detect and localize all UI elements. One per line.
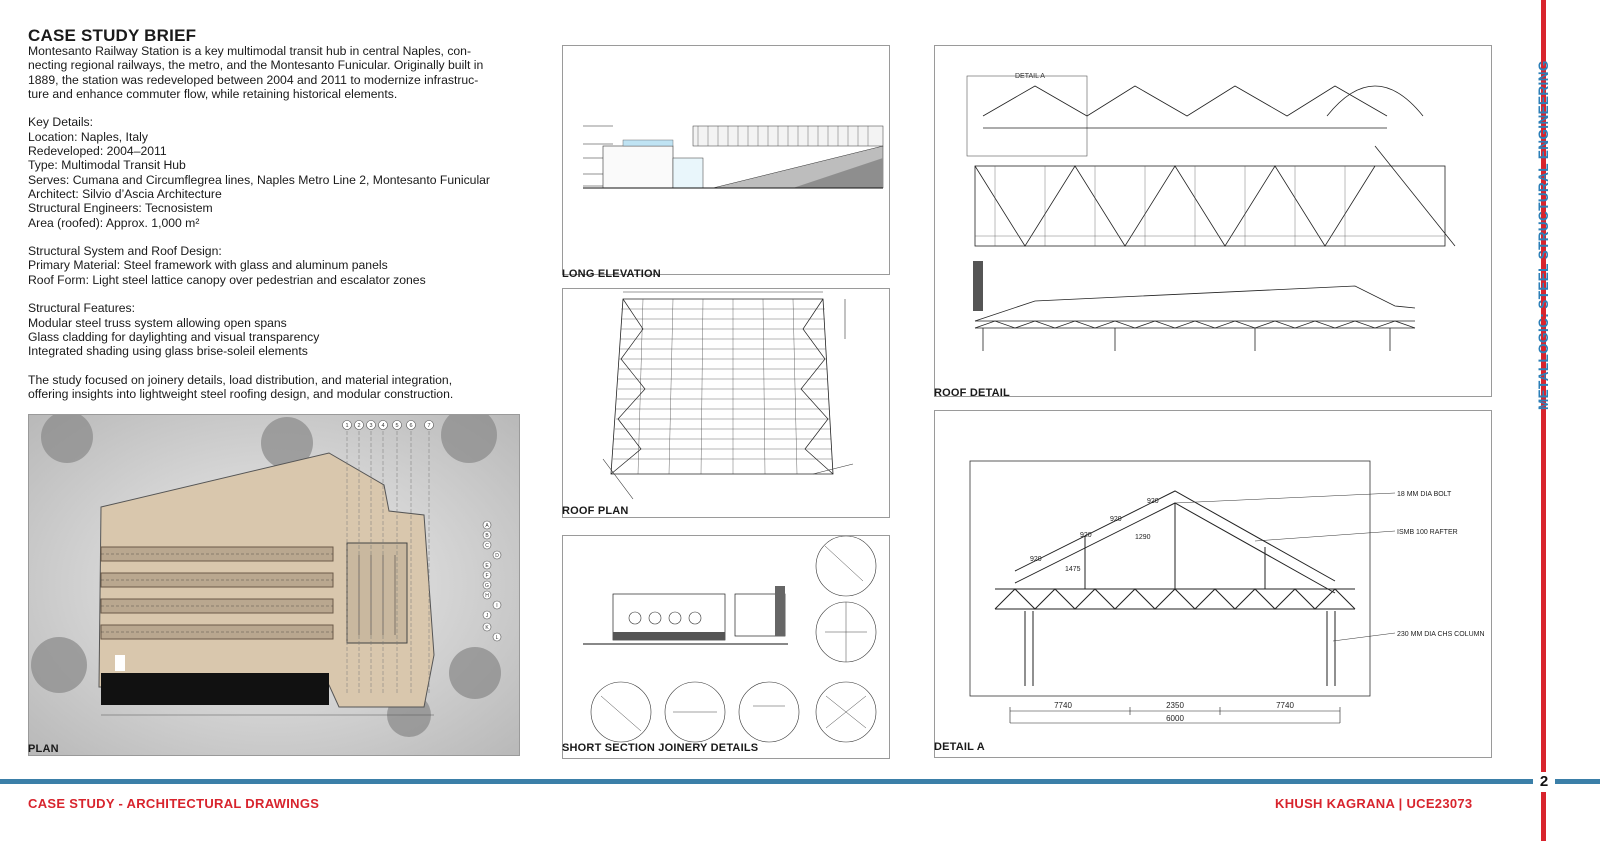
page-number: 2 xyxy=(1533,772,1555,792)
svg-text:K: K xyxy=(485,625,489,631)
svg-text:5: 5 xyxy=(395,423,398,429)
detail-area: Area (roofed): Approx. 1,000 m² xyxy=(28,215,200,230)
svg-text:B: B xyxy=(485,533,489,539)
svg-text:G: G xyxy=(485,583,489,589)
bolt-label: 18 MM DIA BOLT xyxy=(1397,491,1452,498)
brief-body: Montesanto Railway Station is a key mult… xyxy=(28,44,518,416)
svg-text:C: C xyxy=(485,543,489,549)
long-elevation-caption: LONG ELEVATION xyxy=(562,268,661,280)
short-section-caption: SHORT SECTION JOINERY DETAILS xyxy=(562,742,759,754)
brief-closing: The study focused on joinery details, lo… xyxy=(28,372,454,402)
detail-a-tag: DETAIL A xyxy=(1015,73,1045,80)
footer-author: KHUSH KAGRANA | UCE23073 xyxy=(1275,796,1473,811)
detail-serves: Serves: Cumana and Circumflegrea lines, … xyxy=(28,172,490,187)
brief-intro: Montesanto Railway Station is a key mult… xyxy=(28,44,484,101)
svg-text:7: 7 xyxy=(427,423,430,429)
dim-total: 6000 xyxy=(1166,714,1184,723)
svg-text:6: 6 xyxy=(409,423,412,429)
detail-a-svg: 18 MM DIA BOLT ISMB 100 RAFTER 230 MM DI… xyxy=(969,460,1485,724)
svg-text:1290: 1290 xyxy=(1135,534,1151,541)
plan-caption: PLAN xyxy=(28,743,59,755)
long-elevation-drawing xyxy=(562,45,890,275)
svg-text:I: I xyxy=(496,603,497,609)
key-details-heading: Key Details: xyxy=(28,115,94,130)
svg-text:E: E xyxy=(485,563,489,569)
structural-features: Structural Features: Modular steel truss… xyxy=(28,301,518,358)
svg-text:F: F xyxy=(485,573,488,579)
roof-plan-svg xyxy=(602,291,854,500)
svg-text:H: H xyxy=(485,593,489,599)
features-heading: Structural Features: xyxy=(28,301,136,316)
svg-text:A: A xyxy=(485,523,489,529)
structural-system: Structural System and Roof Design: Prima… xyxy=(28,244,518,287)
plan-svg: 1 2 3 4 5 6 7 A B C D E F G H I J K L xyxy=(29,415,519,755)
roof-detail-svg: DETAIL A xyxy=(966,73,1456,351)
dim-left: 7740 xyxy=(1054,701,1072,710)
footer-blue-rule xyxy=(0,779,1600,784)
dim-mid: 2350 xyxy=(1166,701,1184,710)
short-section-drawing xyxy=(562,535,890,759)
svg-text:920: 920 xyxy=(1110,516,1122,523)
svg-text:920: 920 xyxy=(1147,498,1159,505)
roof-plan-drawing xyxy=(562,288,890,518)
structural-heading: Structural System and Roof Design: xyxy=(28,244,222,259)
plan-drawing: 1 2 3 4 5 6 7 A B C D E F G H I J K L xyxy=(28,414,520,756)
key-details: Key Details: Location: Naples, Italy Red… xyxy=(28,115,518,229)
detail-architect: Architect: Silvio d’Ascia Architecture xyxy=(28,186,222,201)
dim-right: 7740 xyxy=(1276,701,1294,710)
svg-text:3: 3 xyxy=(369,423,372,429)
roof-plan-caption: ROOF PLAN xyxy=(562,505,629,517)
tree-icon xyxy=(31,415,501,737)
right-red-rule xyxy=(1541,0,1546,841)
svg-text:L: L xyxy=(496,635,499,641)
brief-title: CASE STUDY BRIEF xyxy=(28,26,197,45)
column-label: 230 MM DIA CHS COLUMN xyxy=(1397,631,1485,638)
side-title: METALLOGIC: STEEL STRUCTURAL ENGINEERING xyxy=(1536,60,1551,410)
short-section-svg xyxy=(583,536,877,743)
detail-engineers: Structural Engineers: Tecnosistem xyxy=(28,201,213,216)
svg-text:J: J xyxy=(486,613,489,619)
long-elevation-svg xyxy=(583,125,884,189)
svg-text:1: 1 xyxy=(345,423,348,429)
svg-text:1475: 1475 xyxy=(1065,566,1081,573)
plan-grid xyxy=(346,425,430,695)
footer-left-title: CASE STUDY - ARCHITECTURAL DRAWINGS xyxy=(28,796,320,811)
joinery-detail-circles xyxy=(590,536,877,743)
svg-text:D: D xyxy=(495,553,499,559)
svg-text:2: 2 xyxy=(357,423,360,429)
detail-a-caption: DETAIL A xyxy=(934,741,985,753)
detail-type: Type: Multimodal Transit Hub xyxy=(28,158,186,173)
roof-detail-caption: ROOF DETAIL xyxy=(934,387,1010,399)
roof-detail-drawing: DETAIL A xyxy=(934,45,1492,397)
detail-a-drawing: 18 MM DIA BOLT ISMB 100 RAFTER 230 MM DI… xyxy=(934,410,1492,758)
svg-text:4: 4 xyxy=(381,423,384,429)
svg-text:920: 920 xyxy=(1030,556,1042,563)
rafter-label: ISMB 100 RAFTER xyxy=(1397,529,1458,536)
svg-text:920: 920 xyxy=(1080,532,1092,539)
grid-number-bubbles xyxy=(342,420,434,430)
detail-location: Location: Naples, Italy xyxy=(28,129,148,144)
detail-redeveloped: Redeveloped: 2004–2011 xyxy=(28,144,167,159)
